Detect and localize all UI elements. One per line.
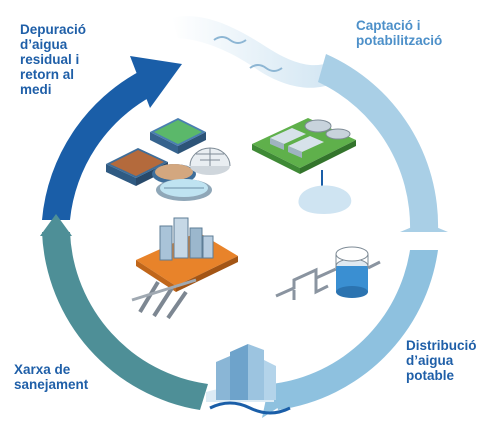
river-icon (172, 16, 336, 88)
arc-xarxa (42, 232, 208, 410)
arrow-head-xarxa (40, 214, 72, 236)
water-tank-distribution-icon (275, 246, 381, 300)
arc-distribucio (272, 250, 438, 410)
label-depuracio: Depuració d’aigua residual i retorn al m… (20, 22, 87, 97)
cycle-ring (40, 54, 448, 418)
sewer-network-icon (131, 217, 238, 320)
city-buildings-icon (206, 344, 291, 415)
label-distribucio: Distribució d’aigua potable (406, 338, 477, 383)
label-captacio: Captació i potabilització (356, 18, 443, 48)
arrow-head-depuracio (130, 56, 182, 108)
potabilization-plant-icon (252, 118, 356, 214)
arrow-head-captacio (400, 222, 448, 232)
arc-captacio (318, 54, 439, 232)
arc-depuracio (42, 70, 152, 220)
treatment-plant-icon (106, 118, 231, 201)
label-xarxa: Xarxa de sanejament (14, 362, 89, 392)
